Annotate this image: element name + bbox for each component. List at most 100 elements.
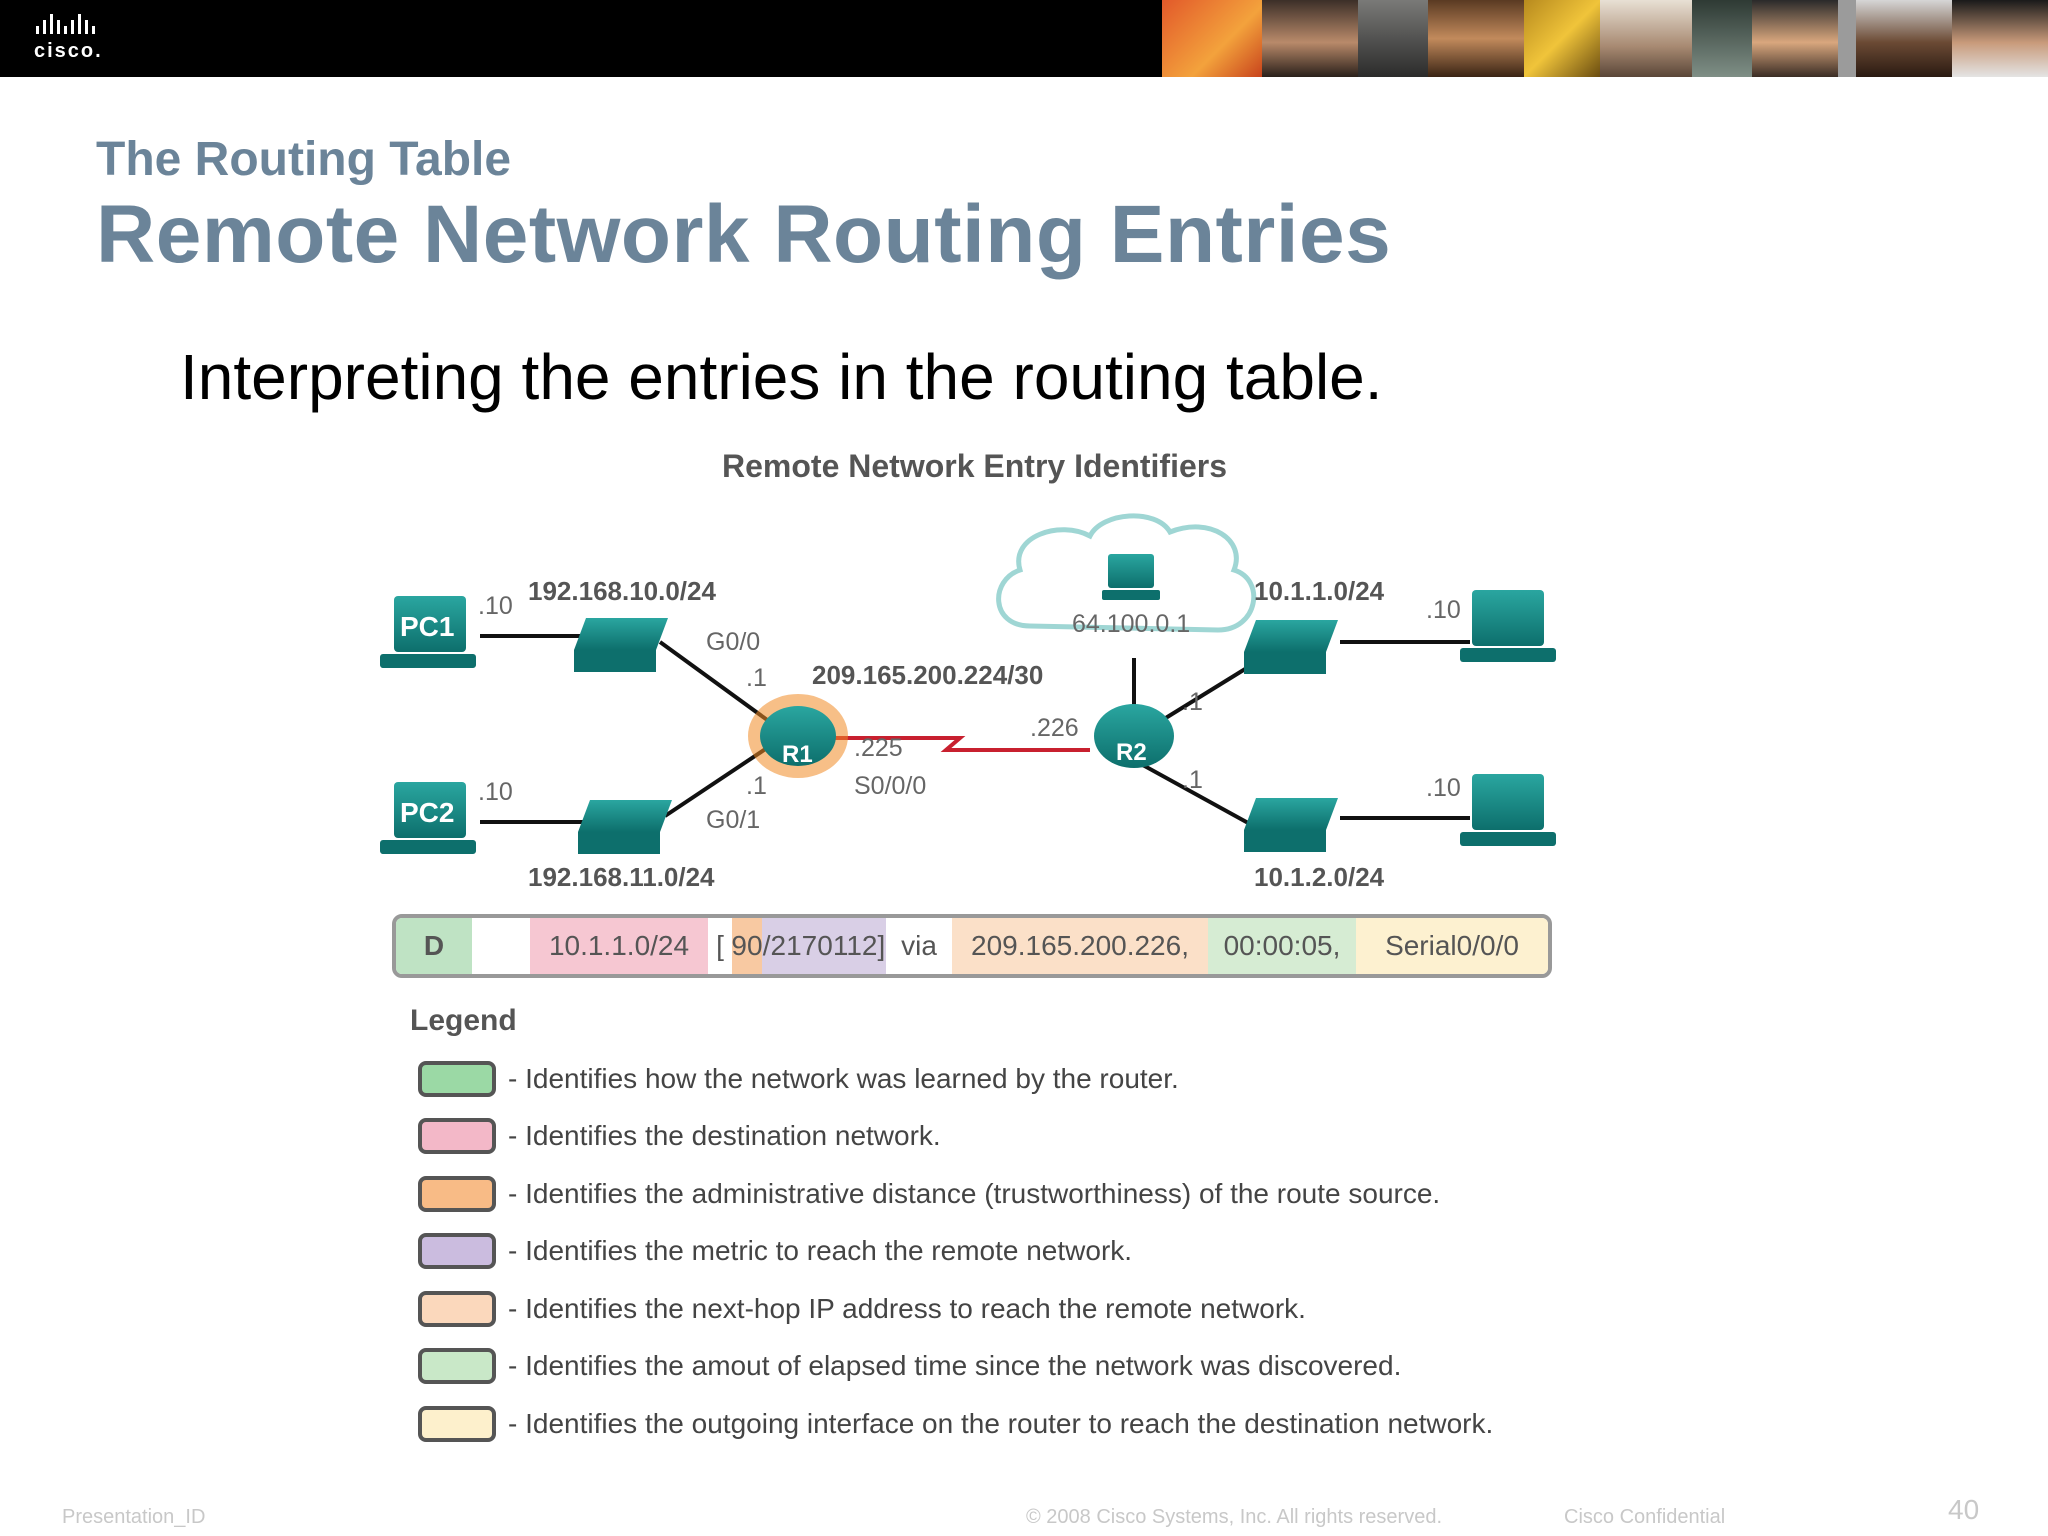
entry-interface: Serial0/0/0 [1356,918,1548,974]
entry-metric-text: /2170112] [762,930,886,961]
switch-left-bottom-icon [578,800,672,854]
legend-item: - Identifies the amout of elapsed time s… [418,1338,1493,1396]
legend-item: - Identifies how the network was learned… [418,1050,1493,1108]
legend-title: Legend [410,1004,517,1037]
entry-network: 10.1.1.0/24 [530,918,708,974]
figure-title: Remote Network Entry Identifiers [722,448,1227,484]
legend-swatch [418,1233,496,1270]
photo-6 [1600,0,1692,77]
legend-swatch [418,1060,496,1097]
entry-metric: /2170112] [762,918,886,974]
legend-list: - Identifies how the network was learned… [418,1050,1493,1453]
legend-text: - Identifies the outgoing interface on t… [508,1407,1494,1439]
net-left-bottom-label: 192.168.11.0/24 [528,862,715,892]
entry-via: via [886,918,952,974]
legend-swatch [418,1405,496,1442]
footer-confidential: Cisco Confidential [1564,1506,1726,1528]
r2-top-ip-label: .1 [1182,688,1203,716]
switch-right-bottom-icon [1244,798,1338,852]
entry-via-text: via [901,930,937,961]
page-number: 40 [1948,1494,1980,1525]
legend-swatch [418,1118,496,1155]
photo-9 [1838,0,1856,77]
legend-text: - Identifies how the network was learned… [508,1062,1179,1094]
cloud-ip-label: 64.100.0.1 [1072,610,1190,638]
net-right-bottom-label: 10.1.2.0/24 [1254,862,1385,892]
entry-open-bracket: [ [708,918,732,974]
slide-lead-text: Interpreting the entries in the routing … [180,341,1383,413]
legend-item: - Identifies the outgoing interface on t… [418,1395,1493,1453]
photo-5 [1524,0,1600,77]
g01-label: G0/1 [706,806,760,834]
footer-presentation-id: Presentation_ID [62,1506,206,1528]
entry-network-text: 10.1.1.0/24 [548,930,690,961]
entry-next-hop-text: 209.165.200.226, [971,930,1189,961]
legend-item: - Identifies the destination network. [418,1108,1493,1166]
r1-serial-label: S0/0/0 [854,772,926,800]
photo-7 [1692,0,1752,77]
header-photo-strip [1162,0,2048,77]
cisco-logo: cisco. [34,14,124,64]
photo-4 [1428,0,1524,77]
entry-interface-text: Serial0/0/0 [1385,930,1519,961]
entry-next-hop: 209.165.200.226, [952,918,1208,974]
photo-11 [1952,0,2048,77]
router-r1-icon [748,694,848,778]
header-bar: cisco. [0,0,2048,77]
network-links [480,634,1470,826]
cisco-wordmark: cisco. [34,40,103,62]
photo-3 [1358,0,1428,77]
r2-serial-ip-label: .226 [1030,714,1079,742]
entry-ad: 90 [731,918,763,974]
pc-right-top-icon [1460,590,1556,662]
entry-gap [472,918,530,974]
legend-text: - Identifies the amout of elapsed time s… [508,1350,1402,1382]
entry-time-text: 00:00:05, [1223,930,1341,961]
net-left-top-label: 192.168.10.0/24 [528,576,716,606]
pc-right-bottom-icon [1460,774,1556,846]
pc1-host-label: .10 [478,592,513,620]
legend-item: - Identifies the metric to reach the rem… [418,1223,1493,1281]
net-right-top-label: 10.1.1.0/24 [1254,576,1385,606]
slide-subtitle: The Routing Table [96,133,512,186]
r1-serial-ip-label: .225 [854,734,903,762]
right-top-host-label: .10 [1426,596,1461,624]
r1-g00-ip-label: .1 [746,664,767,692]
pc1-label: PC1 [400,611,454,642]
entry-code: D [396,918,472,974]
router-r2-icon [1094,704,1174,768]
photo-10 [1856,0,1952,77]
entry-open-bracket-text: [ [716,930,724,961]
routing-entry-bar: D 10.1.1.0/24 [ 90 /2170112] via 209.165… [392,914,1552,978]
legend-text: - Identifies the destination network. [508,1120,941,1152]
photo-1 [1162,0,1262,77]
pc2-label: PC2 [400,797,454,828]
legend-item: - Identifies the next-hop IP address to … [418,1280,1493,1338]
pc1-icon [380,596,476,668]
legend-item: - Identifies the administrative distance… [418,1165,1493,1223]
legend-text: - Identifies the metric to reach the rem… [508,1235,1133,1267]
r2-label: R2 [1116,739,1147,766]
cloud-server-icon [1102,554,1160,600]
r1-g01-ip-label: .1 [746,772,767,800]
entry-code-text: D [423,930,445,961]
g00-label: G0/0 [706,628,760,656]
r2-bottom-ip-label: .1 [1182,766,1203,794]
routing-figure: Remote Network Entry Identifiers [350,440,1590,1460]
entry-ad-text: 90 [731,930,763,961]
switch-right-top-icon [1244,620,1338,674]
cisco-bars-icon [36,14,95,34]
legend-swatch [418,1290,496,1327]
photo-8 [1752,0,1838,77]
legend-text: - Identifies the administrative distance… [508,1177,1441,1209]
photo-2 [1262,0,1358,77]
slide-title: Remote Network Routing Entries [96,189,1392,280]
pc2-icon [380,782,476,854]
pc2-host-label: .10 [478,778,513,806]
topology-diagram: PC1 PC2 R1 R2 192.168.10.0/24 192.168.11… [380,513,1556,892]
footer-copyright: © 2008 Cisco Systems, Inc. All rights re… [1026,1506,1443,1528]
entry-time: 00:00:05, [1208,918,1356,974]
right-bottom-host-label: .10 [1426,774,1461,802]
legend-swatch [418,1348,496,1385]
serial-link [828,736,1090,752]
